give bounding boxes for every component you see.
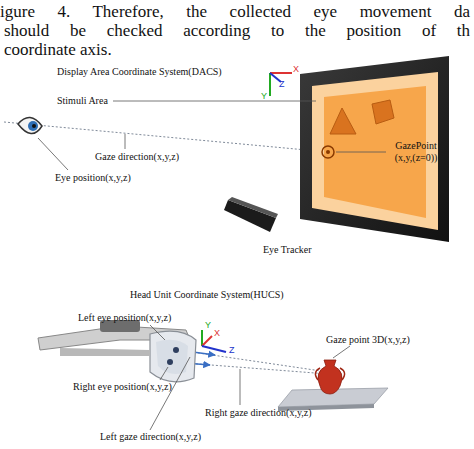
- axis-label: X: [293, 64, 299, 74]
- body-text: should be checked according to the posit…: [4, 21, 470, 41]
- eye-tracking-glasses: [38, 320, 196, 382]
- eye-tracker: [224, 197, 278, 232]
- diagram-heading: Head Unit Coordinate System(HUCS): [130, 289, 284, 301]
- axis-label: X: [214, 328, 220, 338]
- gaze-line: [4, 122, 328, 152]
- part-label: Right eye position(x,y,z): [73, 381, 172, 393]
- leader-lines: [150, 325, 350, 430]
- dacs-axes: [270, 73, 292, 96]
- vase-on-table: [278, 360, 388, 411]
- part-label: GazePoint (x,y,(z=0)): [386, 140, 446, 163]
- gaze-line: [172, 362, 328, 374]
- display-screen: [300, 56, 449, 242]
- part-label: Eye Tracker: [263, 244, 312, 256]
- part-label: Eye position(x,y,z): [55, 172, 131, 184]
- body-text: igure 4. Therefore, the collected eye mo…: [0, 2, 470, 22]
- leader-lines: [38, 101, 386, 170]
- axis-label: Y: [205, 320, 211, 330]
- body-text: coordinate axis.: [4, 40, 112, 60]
- part-label: Right gaze direction(x,y,z): [205, 407, 312, 419]
- axis-label: Y: [261, 91, 267, 101]
- part-label: Stimuli Area: [57, 95, 108, 107]
- part-label: Left eye position(x,y,z): [78, 312, 171, 324]
- part-label: Gaze point 3D(x,y,z): [326, 334, 410, 346]
- eye: [18, 117, 42, 133]
- axis-label: Z: [229, 345, 235, 355]
- part-label: Left gaze direction(x,y,z): [100, 431, 201, 443]
- diagram-heading: Display Area Coordinate System(DACS): [57, 66, 222, 78]
- axis-label: Z: [279, 79, 285, 89]
- part-label: Gaze direction(x,y,z): [95, 151, 179, 163]
